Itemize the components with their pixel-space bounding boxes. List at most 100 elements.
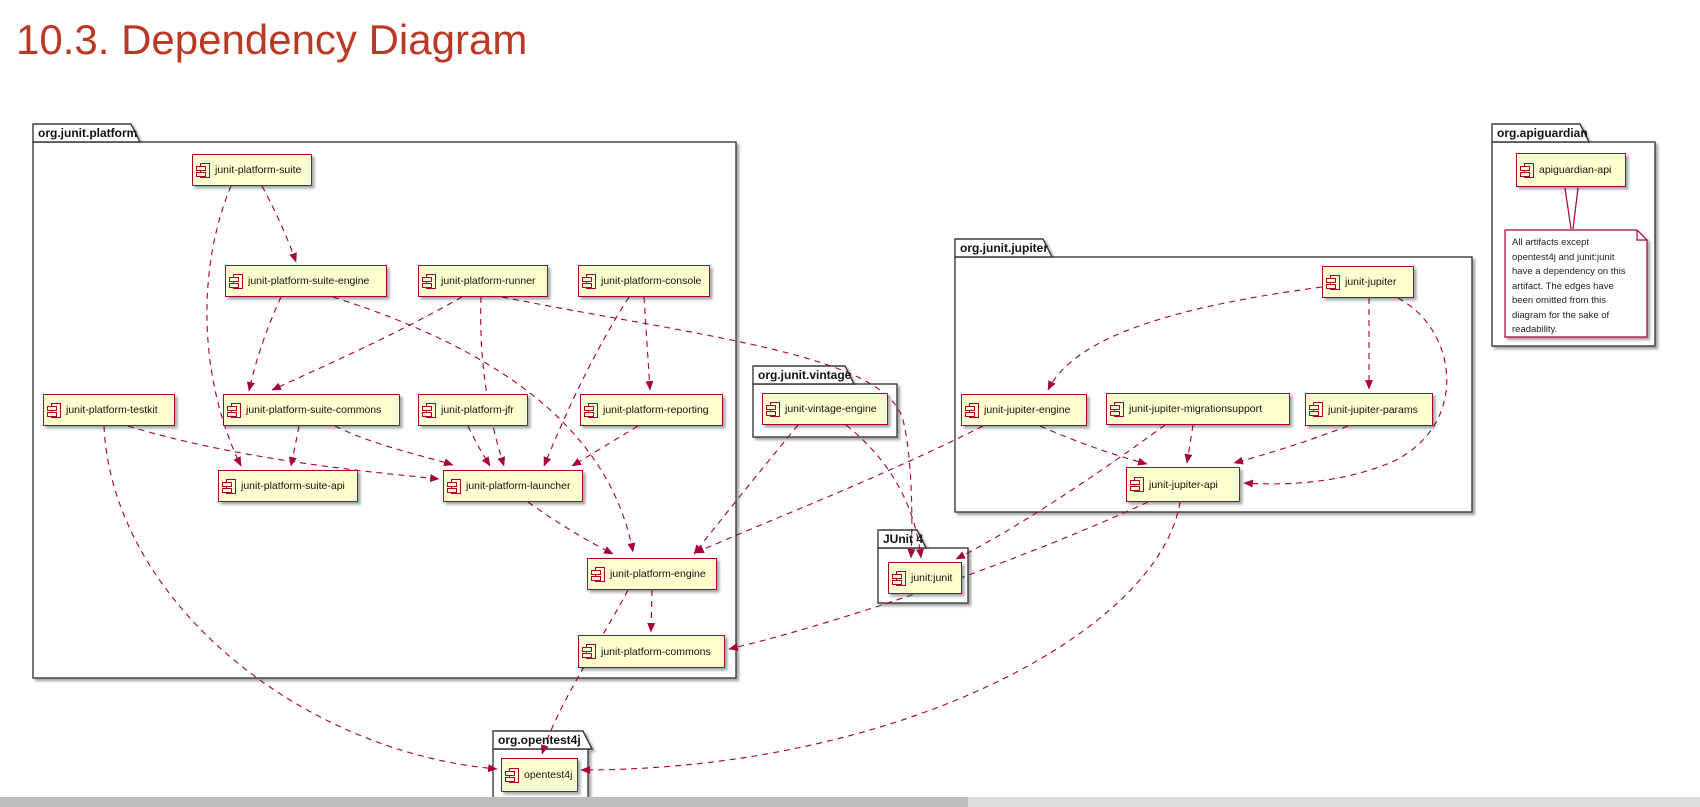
edge-vintage-engine-to-junitjunit: [845, 424, 924, 559]
package-label-org-opentest4j: org.opentest4j: [498, 733, 581, 747]
edge-testkit-to-launcher: [127, 425, 440, 483]
edge-engine-to-opentest4j: [541, 589, 629, 755]
apiguardian-note: All artifacts except opentest4j and juni…: [1512, 236, 1642, 338]
component-opentest4j: opentest4j: [501, 758, 578, 792]
component-icon: [965, 402, 979, 418]
component-label: junit-platform-commons: [601, 645, 711, 658]
component-label: junit-platform-runner: [441, 275, 536, 287]
component-icon: [1110, 401, 1124, 417]
component-junit-jupiter-params: junit-jupiter-params: [1305, 393, 1433, 426]
edge-jupiter-api-to-commons: [728, 501, 1149, 651]
component-icon: [447, 478, 461, 494]
component-icon: [422, 273, 436, 289]
package-label-org-apiguardian: org.apiguardian: [1497, 126, 1588, 140]
component-label: junit-platform-suite-engine: [248, 275, 370, 287]
component-icon: [227, 402, 241, 418]
edge-jupiter-to-jupiter-engine: [1047, 286, 1323, 391]
component-label: junit-platform-suite-api: [241, 480, 345, 492]
edge-params-to-jupiter-api: [1233, 425, 1349, 465]
component-icon: [47, 402, 61, 418]
edge-suite-commons-to-launcher: [334, 425, 454, 467]
component-label: junit-vintage-engine: [785, 403, 877, 415]
component-icon: [584, 402, 598, 418]
component-junit-platform-suite-engine: junit-platform-suite-engine: [225, 265, 387, 297]
component-junit-platform-jfr: junit-platform-jfr: [418, 394, 528, 426]
component-icon: [422, 402, 436, 418]
component-icon: [582, 273, 596, 289]
component-junit-platform-commons: junit-platform-commons: [578, 635, 725, 668]
component-junit-platform-reporting: junit-platform-reporting: [580, 394, 723, 426]
component-junit-jupiter-engine: junit-jupiter-engine: [961, 394, 1087, 426]
edge-suite-engine-to-engine: [332, 296, 636, 553]
component-junit-platform-suite-commons: junit-platform-suite-commons: [223, 394, 400, 426]
component-label: junit-platform-jfr: [441, 404, 514, 416]
horizontal-scrollbar-thumb[interactable]: [0, 797, 968, 807]
component-label: junit-jupiter-migrationsupport: [1129, 403, 1263, 415]
component-apiguardian-api: apiguardian-api: [1516, 153, 1626, 187]
component-icon: [1309, 402, 1323, 417]
component-icon: [1520, 162, 1534, 178]
component-junit-jupiter-api: junit-jupiter-api: [1126, 467, 1240, 502]
component-junit-vintage-engine: junit-vintage-engine: [762, 393, 888, 425]
note-line: diagram for the sake of: [1512, 309, 1610, 321]
edge-engine-to-commons: [647, 589, 656, 633]
edge-jupiter-engine-to-jupiter-api: [1039, 425, 1148, 466]
edge-suite-to-suite-api: [206, 185, 242, 467]
edge-console-to-reporting: [643, 296, 654, 391]
edge-suite-commons-to-suite-api: [288, 425, 300, 467]
component-label: junit-platform-engine: [610, 568, 706, 580]
page-title: 10.3. Dependency Diagram: [16, 16, 528, 63]
package-label-org-junit-vintage: org.junit.vintage: [758, 368, 852, 382]
component-junit-jupiter-migrationsupport: junit-jupiter-migrationsupport: [1106, 393, 1290, 425]
component-icon: [1326, 274, 1340, 290]
note-line: opentest4j and junit:junit: [1512, 251, 1615, 263]
component-icon: [766, 401, 780, 417]
horizontal-scrollbar-track[interactable]: [0, 797, 1700, 807]
component-icon: [582, 644, 596, 659]
package-shapes: [32, 123, 1656, 804]
component-icon: [591, 566, 605, 582]
edge-jfr-to-launcher: [467, 425, 491, 467]
component-junit-jupiter: junit-jupiter: [1322, 266, 1414, 298]
package-label-org-junit-platform: org.junit.platform: [38, 126, 138, 140]
component-icon: [196, 162, 210, 178]
edge-jupiter-to-jupiter-api: [1243, 297, 1448, 488]
component-label: opentest4j: [524, 769, 573, 781]
component-label: junit-platform-console: [601, 275, 702, 287]
note-shape: [1504, 187, 1648, 338]
component-label: junit-platform-suite-commons: [246, 404, 382, 416]
component-junit-junit: junit:junit: [888, 562, 962, 594]
note-line: readability.: [1512, 324, 1558, 335]
component-junit-platform-suite: junit-platform-suite: [192, 154, 312, 186]
edge-launcher-to-engine: [527, 501, 614, 555]
component-label: junit-jupiter-params: [1328, 403, 1418, 416]
component-label: junit-jupiter-api: [1149, 478, 1218, 491]
component-junit-platform-testkit: junit-platform-testkit: [43, 394, 175, 426]
component-label: junit:junit: [911, 572, 953, 584]
component-icon: [505, 767, 519, 783]
component-icon: [222, 478, 236, 494]
package-label-org-junit-jupiter: org.junit.jupiter: [960, 241, 1048, 255]
component-label: apiguardian-api: [1539, 164, 1612, 176]
component-label: junit-platform-suite: [215, 164, 302, 176]
component-junit-platform-engine: junit-platform-engine: [587, 558, 717, 590]
edge-vintage-engine-to-engine: [693, 424, 799, 555]
note-line: have a dependency on this: [1512, 266, 1626, 277]
note-line: artifact. The edges have: [1512, 280, 1614, 292]
package-label-junit4: JUnit 4: [883, 532, 924, 546]
edge-jupiter-engine-to-engine: [694, 425, 984, 554]
component-label: junit-jupiter-engine: [984, 404, 1071, 416]
component-icon: [229, 273, 243, 289]
component-icon: [1130, 477, 1144, 492]
component-label: junit-platform-testkit: [66, 404, 158, 416]
note-line: been omitted from this: [1512, 295, 1606, 306]
component-junit-platform-suite-api: junit-platform-suite-api: [218, 470, 358, 502]
edge-testkit-to-opentest4j: [103, 425, 498, 773]
edge-reporting-to-launcher: [571, 425, 639, 467]
component-junit-platform-runner: junit-platform-runner: [418, 265, 548, 297]
component-junit-platform-console: junit-platform-console: [578, 265, 710, 297]
note-line: All artifacts except: [1512, 237, 1590, 248]
component-label: junit-jupiter: [1345, 276, 1397, 288]
edge-console-to-launcher: [543, 296, 630, 467]
